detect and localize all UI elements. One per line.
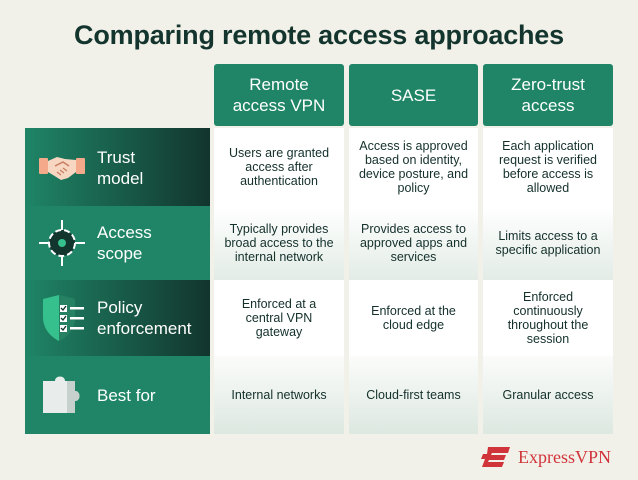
row-label-trust-model: Trust model xyxy=(97,148,144,188)
handshake-icon xyxy=(39,157,85,180)
row-header-access-scope: Access scope xyxy=(25,206,210,280)
column-header-vpn: Remote access VPN xyxy=(214,64,344,126)
expressvpn-logo: ExpressVPN xyxy=(480,444,611,470)
cell-access-scope-zero-trust: Limits access to a specific application xyxy=(483,206,613,280)
cell-trust-model-vpn: Users are granted access after authentic… xyxy=(214,128,344,206)
row-label-access-scope: Access scope xyxy=(97,223,152,263)
row-label-policy-enforcement: Policy enforcement xyxy=(97,298,192,338)
row-label-best-for: Best for xyxy=(97,386,156,405)
cell-access-scope-sase: Provides access to approved apps and ser… xyxy=(349,206,478,280)
puzzle-piece-icon xyxy=(43,376,80,413)
cell-trust-model-sase: Access is approved based on identity, de… xyxy=(349,128,478,206)
crosshair-target-icon xyxy=(39,220,85,266)
cell-best-for-vpn: Internal networks xyxy=(214,356,344,434)
cell-best-for-zero-trust: Granular access xyxy=(483,356,613,434)
expressvpn-logo-icon xyxy=(481,447,510,467)
expressvpn-brand-name: ExpressVPN xyxy=(518,446,611,467)
column-header-sase: SASE xyxy=(349,64,478,126)
cell-policy-enforcement-sase: Enforced at the cloud edge xyxy=(349,280,478,356)
row-header-policy-enforcement: Policy enforcement xyxy=(25,280,210,356)
shield-checklist-icon xyxy=(43,295,84,341)
cell-policy-enforcement-vpn: Enforced at a central VPN gateway xyxy=(214,280,344,356)
row-header-best-for: Best for xyxy=(25,356,210,434)
cell-access-scope-vpn: Typically provides broad access to the i… xyxy=(214,206,344,280)
cell-policy-enforcement-zero-trust: Enforced continuously throughout the ses… xyxy=(483,280,613,356)
page-title: Comparing remote access approaches xyxy=(74,20,564,50)
row-header-trust-model: Trust model xyxy=(25,128,210,206)
column-header-zero-trust: Zero-trust access xyxy=(483,64,613,126)
cell-trust-model-zero-trust: Each application request is verified bef… xyxy=(483,128,613,206)
cell-best-for-sase: Cloud-first teams xyxy=(349,356,478,434)
